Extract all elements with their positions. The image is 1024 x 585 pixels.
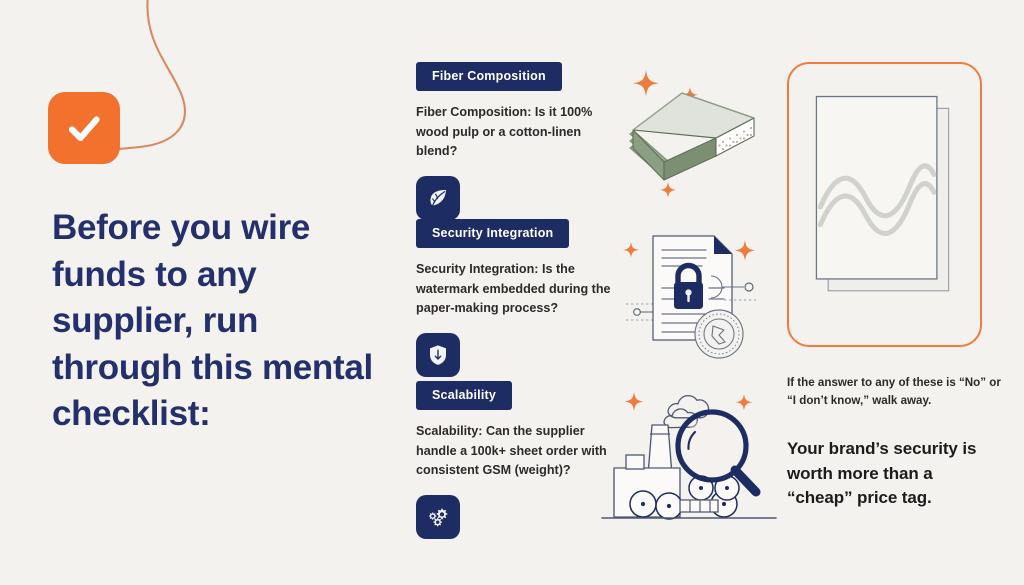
watermark-paper-frame <box>787 62 982 347</box>
checklist-section-security-integration: Security Integration Security Integratio… <box>416 219 631 377</box>
section-pill-label: Fiber Composition <box>416 62 562 91</box>
section-body-text: Fiber Composition: Is it 100% wood pulp … <box>416 105 593 159</box>
factory-magnifier-illustration <box>600 382 785 537</box>
checklist-section-fiber-composition: Fiber Composition Fiber Composition: Is … <box>416 62 631 220</box>
shield-icon-badge <box>416 332 460 377</box>
locked-document-illustration <box>606 222 781 370</box>
section-body-text: Security Integration: Is the watermark e… <box>416 262 611 316</box>
check-icon <box>68 116 100 142</box>
gears-icon-badge <box>416 494 460 539</box>
pill-wrap: Security Integration <box>416 219 570 248</box>
walk-away-note: If the answer to any of these is “No” or… <box>787 376 1001 407</box>
shield-icon <box>430 345 446 365</box>
leaf-icon <box>430 189 446 207</box>
section-body-text: Scalability: Can the supplier handle a 1… <box>416 424 607 478</box>
checklist-section-scalability: Scalability Scalability: Can the supplie… <box>416 381 631 539</box>
closing-statement: Your brand’s security is worth more than… <box>787 439 977 508</box>
paper-stack-illustration <box>620 62 785 207</box>
gears-icon <box>429 508 448 527</box>
pill-wrap: Fiber Composition <box>416 62 562 91</box>
section-pill-label: Security Integration <box>416 219 570 248</box>
watermarked-paper-sheets <box>815 95 950 292</box>
section-pill-label: Scalability <box>416 381 513 410</box>
page-headline: Before you wire funds to any supplier, r… <box>52 208 373 434</box>
checkmark-badge <box>48 92 120 164</box>
orange-swoosh-decoration <box>50 0 186 157</box>
leaf-icon-badge <box>416 175 460 220</box>
pill-wrap: Scalability <box>416 381 562 410</box>
